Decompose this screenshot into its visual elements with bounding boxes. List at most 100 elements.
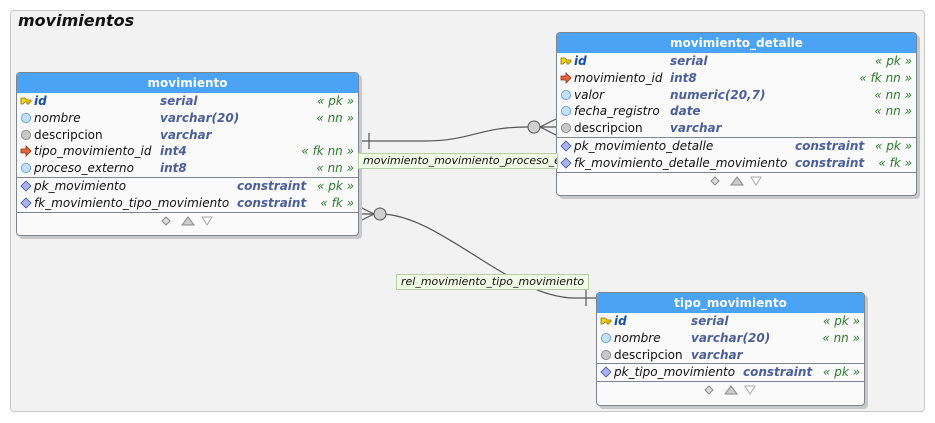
column-type: varchar(20)	[160, 110, 240, 125]
constraint-icon	[560, 157, 572, 169]
triangle-down-icon	[743, 385, 756, 396]
column-row[interactable]: descripcion varchar	[17, 127, 358, 144]
column-icon	[601, 349, 611, 360]
constraint-kind: constraint	[795, 138, 865, 153]
constraint-badge: « pk »	[822, 365, 860, 380]
footer-nav-icons	[703, 385, 756, 396]
triangle-down-icon	[749, 176, 762, 186]
relationship-optional-marker	[373, 207, 387, 221]
foreign-key-icon	[560, 71, 572, 84]
diamond-icon	[703, 385, 714, 395]
foreign-key-icon	[20, 145, 32, 158]
constraint-badge: « fk nn »	[859, 70, 912, 85]
constraint-kind: constraint	[237, 178, 307, 193]
constraint-row[interactable]: fk_movimiento_detalle_movimiento constrai…	[557, 155, 916, 172]
constraint-badge: « fk »	[320, 195, 354, 210]
column-name: proceso_externo	[34, 161, 134, 176]
diamond-icon	[160, 215, 171, 226]
constraint-badge: « nn »	[874, 87, 912, 102]
schema-title: movimientos	[18, 11, 135, 30]
constraint-name: fk_movimiento_detalle_movimiento	[574, 155, 788, 170]
key-icon	[20, 97, 32, 105]
constraint-badge: « pk »	[316, 94, 354, 108]
table-title[interactable]: movimiento	[17, 73, 358, 93]
nullable-column-icon	[561, 106, 571, 117]
column-row[interactable]: nombre varchar(20) « nn »	[17, 110, 358, 127]
column-type: varchar(20)	[691, 330, 771, 345]
column-name: descripcion	[34, 127, 103, 142]
constraint-badge: « nn »	[316, 161, 354, 176]
nullable-column-icon	[561, 89, 571, 100]
table-footer	[597, 381, 864, 399]
constraint-icon	[600, 366, 612, 378]
constraint-kind: constraint	[795, 155, 865, 170]
constraint-name: pk_movimiento	[34, 178, 127, 193]
constraint-row[interactable]: pk_tipo_movimiento constraint « pk »	[597, 364, 864, 381]
relationship-line-detalle	[358, 126, 556, 142]
column-type: serial	[670, 54, 708, 68]
footer-nav-icons	[160, 215, 213, 226]
constraint-badge: « nn »	[822, 330, 860, 345]
relationship-label-tipo[interactable]: rel_movimiento_tipo_movimiento	[396, 274, 590, 290]
column-name: nombre	[34, 110, 81, 125]
relationship-optional-marker	[527, 120, 541, 134]
triangle-up-icon	[723, 385, 738, 395]
constraint-row[interactable]: pk_movimiento constraint « pk »	[17, 178, 358, 195]
column-type: serial	[160, 94, 198, 108]
key-icon	[600, 317, 612, 325]
column-type: varchar	[160, 127, 212, 142]
column-name: id	[574, 54, 587, 68]
column-name: tipo_movimiento_id	[34, 144, 152, 159]
column-icon	[561, 123, 571, 134]
constraint-badge: « pk »	[822, 314, 860, 328]
constraint-icon	[20, 197, 32, 209]
relationship-line-tipo	[358, 213, 596, 299]
footer-nav-icons	[709, 175, 762, 186]
nullable-column-icon	[21, 163, 31, 174]
table-title[interactable]: tipo_movimiento	[597, 293, 864, 313]
column-type: varchar	[691, 347, 743, 362]
table-title[interactable]: movimiento_detalle	[557, 33, 916, 53]
constraint-badge: « fk nn »	[301, 144, 354, 159]
column-name: movimiento_id	[574, 70, 663, 85]
column-row[interactable]: descripcion varchar	[597, 347, 864, 364]
triangle-up-icon	[180, 215, 195, 226]
column-type: date	[670, 104, 701, 119]
relationship-many-marker	[539, 126, 557, 136]
constraint-name: pk_movimiento_detalle	[574, 138, 714, 153]
relationship-label-detalle[interactable]: movimiento_movimiento_proceso_externo	[358, 153, 558, 169]
column-name: valor	[574, 87, 605, 102]
constraint-badge: « fk »	[878, 155, 912, 170]
table-footer	[557, 171, 916, 190]
column-name: fecha_registro	[574, 104, 660, 119]
nullable-column-icon	[21, 112, 31, 123]
column-type: int8	[670, 70, 697, 85]
relationship-many-marker	[357, 205, 375, 215]
constraint-name: pk_tipo_movimiento	[614, 365, 736, 380]
column-name: descripcion	[614, 347, 683, 362]
nullable-column-icon	[601, 332, 611, 343]
column-row[interactable]: movimiento_id int8 « fk nn »	[557, 70, 916, 87]
constraint-icon	[20, 180, 32, 192]
constraint-badge: « pk »	[316, 178, 354, 193]
column-name: id	[614, 314, 627, 328]
constraint-name: fk_movimiento_tipo_movimiento	[34, 195, 230, 210]
constraint-badge: « nn »	[316, 110, 354, 125]
constraint-kind: constraint	[743, 365, 813, 380]
table-footer	[17, 211, 358, 230]
column-type: varchar	[670, 121, 722, 136]
